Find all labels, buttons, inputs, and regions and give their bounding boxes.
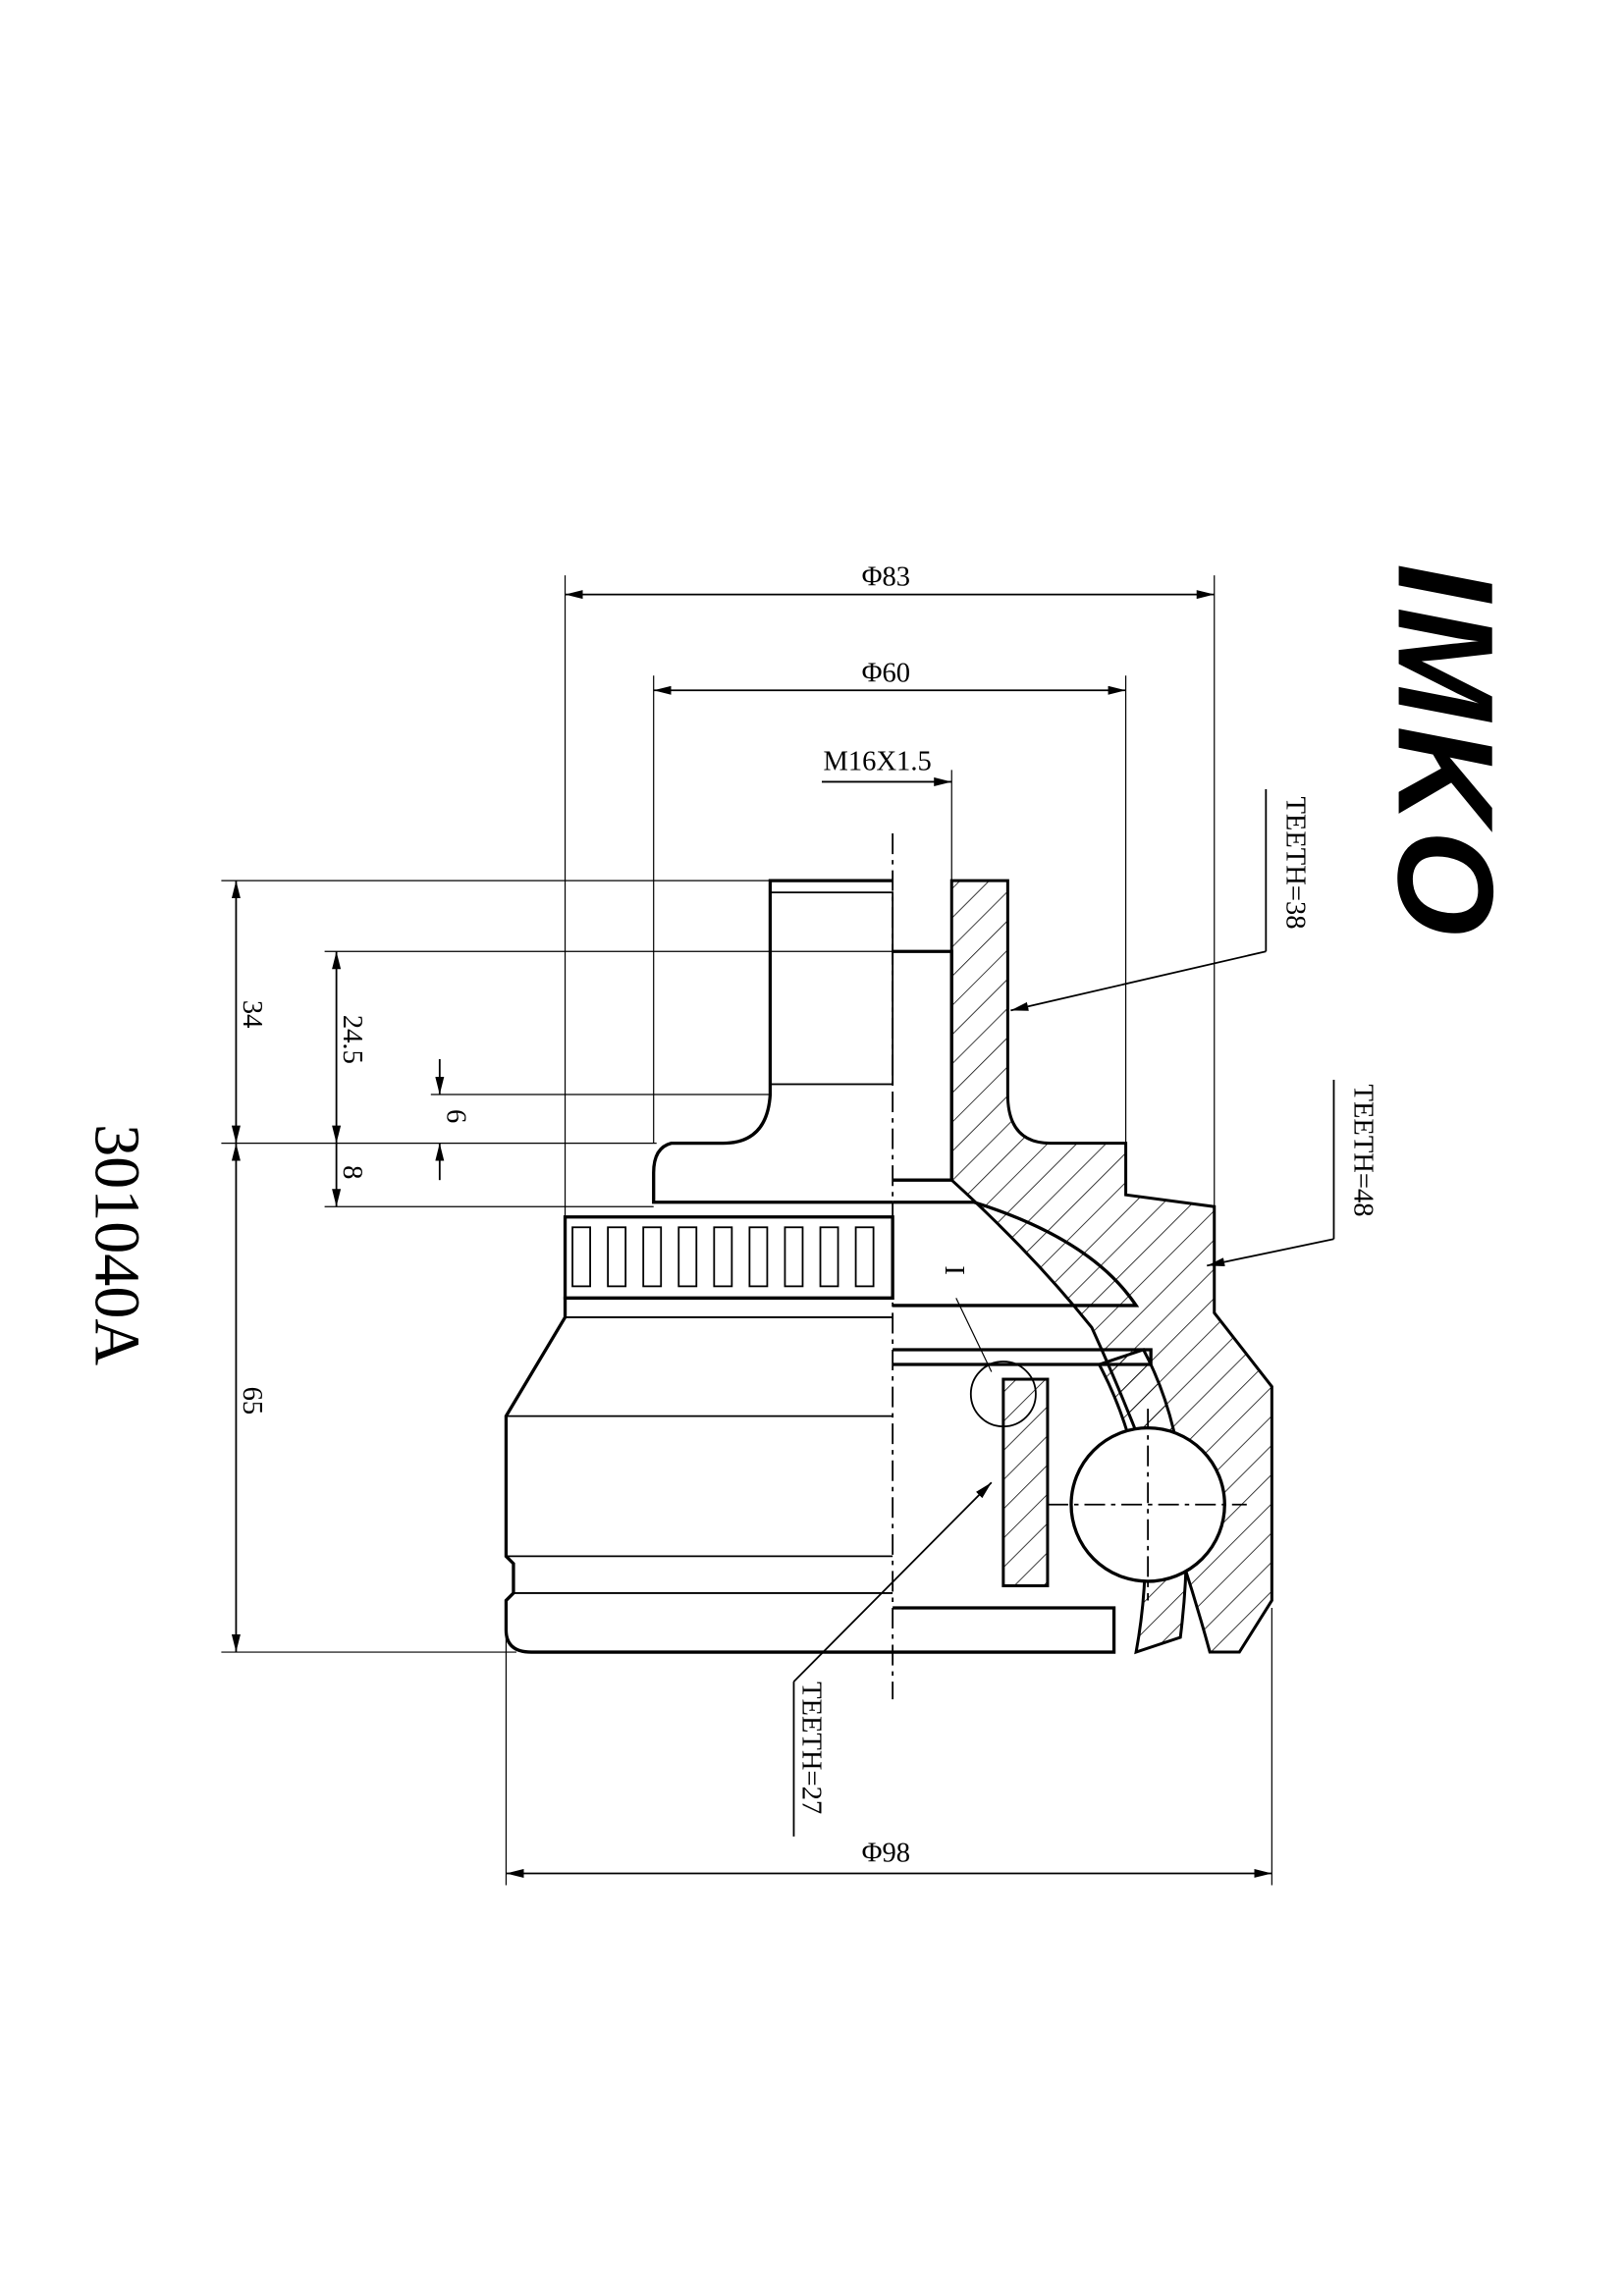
detail-circle — [969, 1361, 1037, 1428]
svg-text:M16X1.5: M16X1.5 — [824, 746, 932, 776]
imko-logo: IMKO — [1370, 563, 1521, 941]
dim-6: 6 — [430, 1058, 771, 1181]
svg-text:301040A: 301040A — [81, 1124, 153, 1365]
svg-text:34: 34 — [237, 1000, 267, 1029]
svg-text:Φ60: Φ60 — [862, 658, 910, 688]
part-number: 301040A — [81, 1124, 153, 1365]
svg-text:I: I — [939, 1265, 969, 1275]
dim-phi60: Φ60 — [653, 658, 1127, 1144]
dim-34: 34 — [221, 880, 771, 1144]
svg-text:TEETH=27: TEETH=27 — [795, 1682, 826, 1814]
dim-24-5: 24.5 — [324, 950, 952, 1144]
dim-phi98: Φ98 — [505, 1607, 1272, 1886]
joint-section-right: I — [893, 879, 1273, 1655]
svg-text:24.5: 24.5 — [337, 1015, 367, 1064]
callout-teeth-38: TEETH=38 — [1010, 788, 1310, 1012]
joint-outline-left — [504, 879, 894, 1654]
svg-text:65: 65 — [237, 1387, 267, 1415]
svg-text:TEETH=38: TEETH=38 — [1279, 796, 1310, 929]
svg-text:6: 6 — [440, 1109, 470, 1123]
svg-text:8: 8 — [337, 1165, 367, 1179]
svg-text:TEETH=48: TEETH=48 — [1348, 1085, 1379, 1217]
dim-65: 65 — [221, 1143, 657, 1653]
dim-phi83: Φ83 — [564, 562, 1216, 1217]
dim-thread: M16X1.5 — [822, 746, 952, 959]
svg-text:Φ83: Φ83 — [862, 562, 910, 593]
svg-text:Φ98: Φ98 — [862, 1838, 910, 1868]
abs-ring-teeth — [571, 1226, 875, 1288]
callout-teeth-27: TEETH=27 — [792, 1481, 993, 1837]
svg-text:IMKO: IMKO — [1370, 563, 1521, 941]
callout-teeth-48: TEETH=48 — [1207, 1079, 1379, 1267]
dim-8: 8 — [324, 1143, 654, 1207]
